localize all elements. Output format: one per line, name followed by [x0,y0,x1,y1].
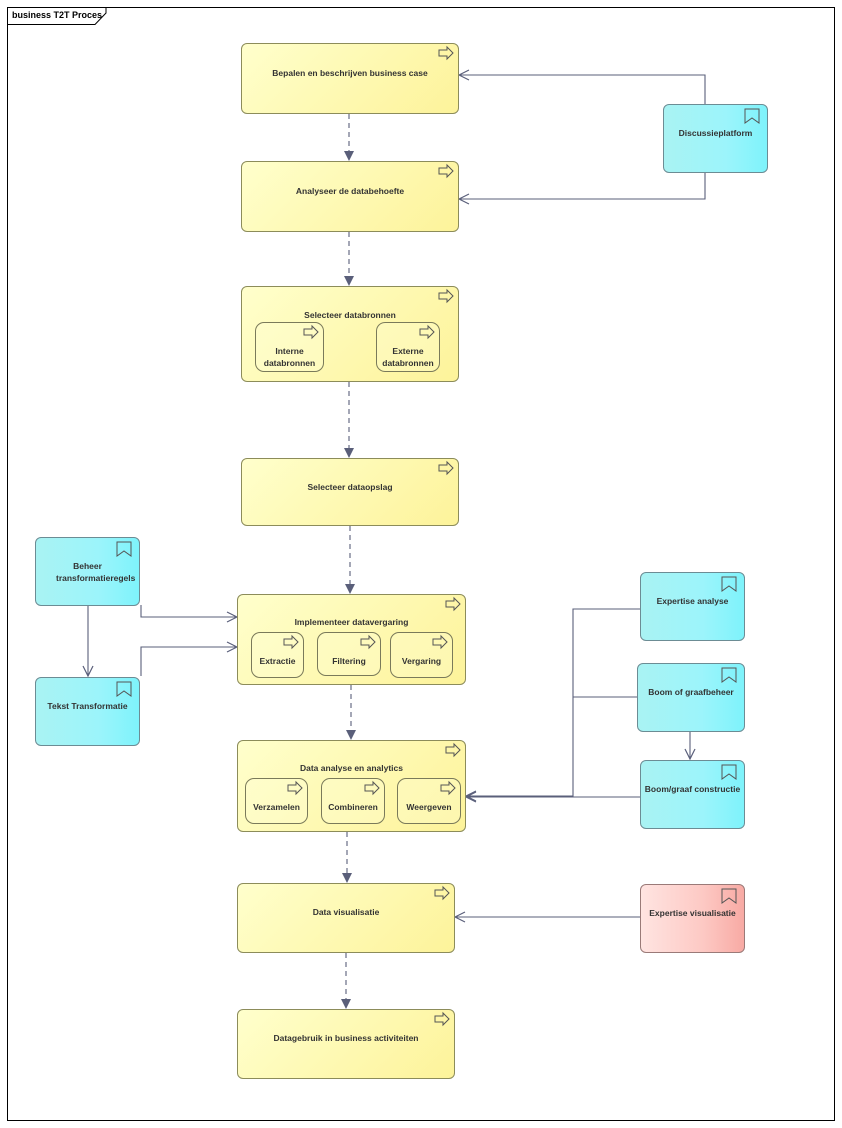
sub-extractie-label: Extractie [259,656,296,666]
serve-expertise-analyse [466,608,640,796]
node-implementeer-label: Implementeer datavergaring [294,617,409,627]
node-implementeer[interactable]: Implementeer datavergaring Extractie Fil… [237,594,466,685]
node-data-analyse[interactable]: Data analyse en analytics Verzamelen Com… [237,740,466,832]
serve-discussie-bepalen [459,75,706,104]
diagram-title: business T2T Proces [12,10,103,20]
node-expertise-visualisatie-label: Expertise visualisatie [649,908,736,918]
sub-weergeven[interactable]: Weergeven [397,778,461,824]
sub-weergeven-label: Weergeven [406,802,452,812]
node-expertise-analyse[interactable]: Expertise analyse [640,572,745,641]
node-analyseer-label: Analyseer de databehoefte [295,186,405,196]
sub-verzamelen[interactable]: Verzamelen [245,778,308,824]
node-selecteer-bronnen-label: Selecteer databronnen [304,310,396,320]
sub-vergaring-label: Vergaring [401,656,442,666]
node-bepalen[interactable]: Bepalen en beschrijven business case [241,43,459,114]
sub-filtering[interactable]: Filtering [317,632,381,676]
diagram-frame [7,7,835,1121]
node-beheer-transformatieregels[interactable]: Beheer transformatieregels [35,537,140,606]
sub-filtering-label: Filtering [332,656,366,666]
node-boom-graafbeheer-label: Boom of graafbeheer [648,687,734,697]
node-boom-graaf-constructie[interactable]: Boom/graaf constructie [640,760,745,829]
node-datagebruik[interactable]: Datagebruik in business activiteiten [237,1009,455,1079]
sub-interne-label: Interne databronnen [263,346,316,368]
node-selecteer-opslag-label: Selecteer dataopslag [307,482,393,492]
node-beheer-transformatieregels-label: Beheer transformatieregels [56,561,136,583]
node-visualisatie-label: Data visualisatie [312,907,380,917]
node-discussieplatform[interactable]: Discussieplatform [663,104,768,173]
node-bepalen-label: Bepalen en beschrijven business case [272,68,428,78]
sub-interne[interactable]: Interne databronnen [255,322,324,372]
sub-externe[interactable]: Externe databronnen [376,322,440,372]
sub-extractie[interactable]: Extractie [251,632,304,678]
node-discussieplatform-label: Discussieplatform [678,128,753,138]
node-analyseer[interactable]: Analyseer de databehoefte [241,161,459,232]
node-boom-graaf-constructie-label: Boom/graaf constructie [644,784,741,794]
node-visualisatie[interactable]: Data visualisatie [237,883,455,953]
sub-externe-label: Externe databronnen [382,346,434,368]
sub-combineren-label: Combineren [328,802,378,812]
node-data-analyse-label: Data analyse en analytics [299,763,403,773]
node-selecteer-opslag[interactable]: Selecteer dataopslag [241,458,459,526]
node-selecteer-bronnen[interactable]: Selecteer databronnen Interne databronne… [241,286,459,382]
node-expertise-visualisatie[interactable]: Expertise visualisatie [640,884,745,953]
node-datagebruik-label: Datagebruik in business activiteiten [273,1033,419,1043]
serve-discussie-analyseer [459,173,706,199]
serve-beheer-implementeer [140,605,237,617]
serve-tekst-implementeer [140,647,237,676]
node-tekst-transformatie-label: Tekst Transformatie [47,701,128,711]
node-boom-graafbeheer[interactable]: Boom of graafbeheer [637,663,745,732]
sub-verzamelen-label: Verzamelen [253,802,300,812]
sub-vergaring[interactable]: Vergaring [390,632,453,678]
diagram-title-tab [7,7,107,25]
node-expertise-analyse-label: Expertise analyse [656,596,729,606]
sub-combineren[interactable]: Combineren [321,778,385,824]
node-tekst-transformatie[interactable]: Tekst Transformatie [35,677,140,746]
